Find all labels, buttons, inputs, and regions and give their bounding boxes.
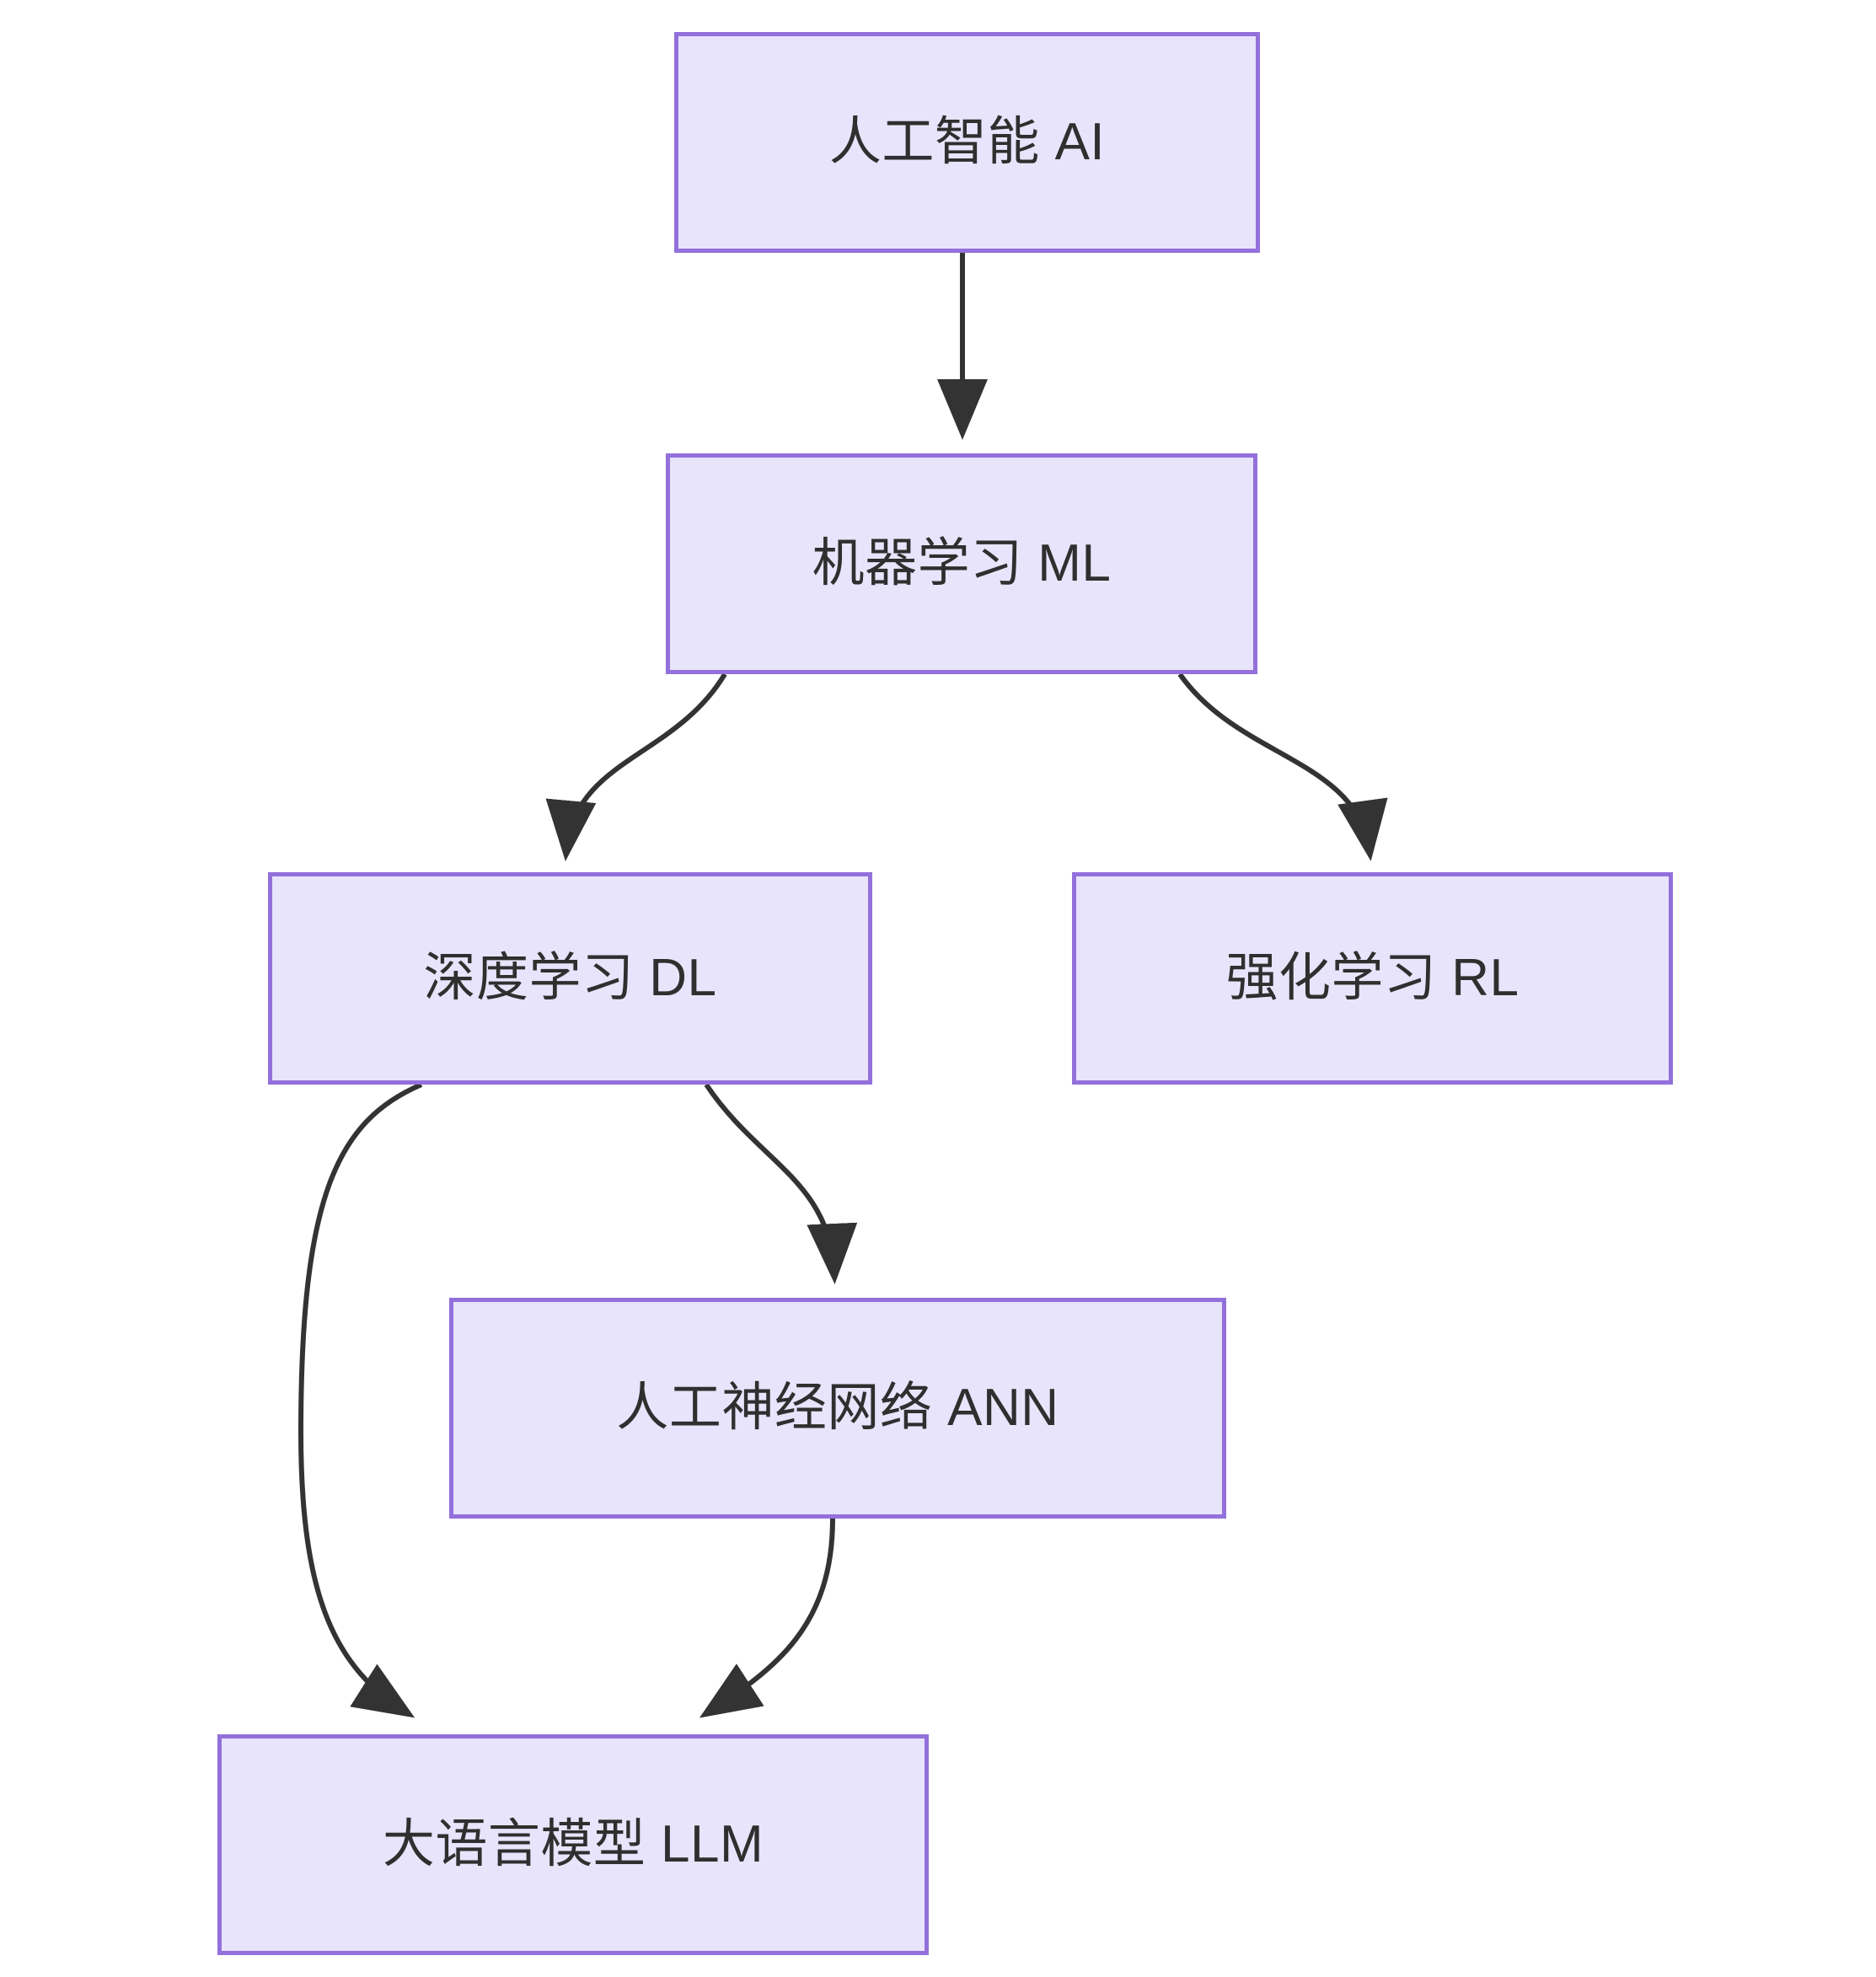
edge-dl-to-ann bbox=[704, 1083, 858, 1284]
node-llm[interactable]: 大语言模型 LLM bbox=[217, 1734, 929, 1955]
edge-ml-to-dl bbox=[545, 672, 727, 861]
node-ai-label: 人工智能 AI bbox=[828, 112, 1106, 171]
node-rl[interactable]: 强化学习 RL bbox=[1072, 872, 1673, 1085]
node-ann[interactable]: 人工神经网络 ANN bbox=[449, 1298, 1226, 1519]
node-dl[interactable]: 深度学习 DL bbox=[268, 872, 872, 1085]
node-ann-label: 人工神经网络 ANN bbox=[616, 1378, 1059, 1437]
node-dl-label: 深度学习 DL bbox=[423, 948, 717, 1007]
node-ai[interactable]: 人工智能 AI bbox=[674, 32, 1260, 253]
node-ml-label: 机器学习 ML bbox=[812, 533, 1112, 592]
node-ml[interactable]: 机器学习 ML bbox=[666, 453, 1257, 674]
node-rl-label: 强化学习 RL bbox=[1225, 948, 1520, 1007]
edge-ann-to-llm bbox=[699, 1518, 835, 1718]
edge-dl-to-llm bbox=[297, 1082, 423, 1718]
node-llm-label: 大语言模型 LLM bbox=[382, 1814, 764, 1873]
edge-ml-to-rl bbox=[1177, 672, 1388, 861]
